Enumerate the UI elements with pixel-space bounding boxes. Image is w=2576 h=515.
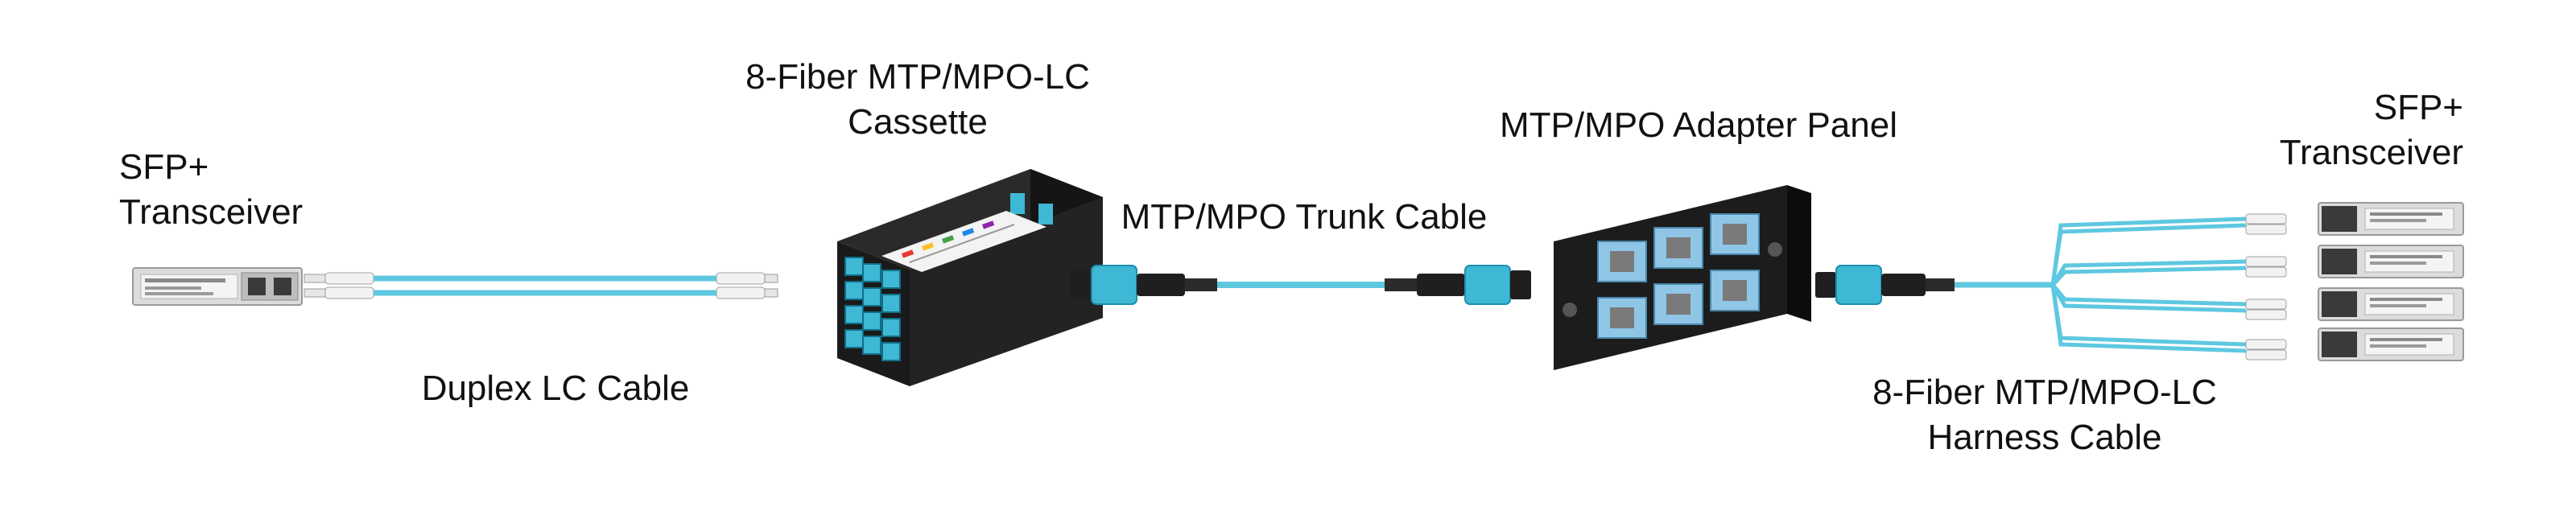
label-harness-cable-line1: 8-Fiber MTP/MPO-LC xyxy=(1872,373,2217,412)
label-duplex-cable: Duplex LC Cable xyxy=(386,366,724,411)
label-sfp-left: SFP+ Transceiver xyxy=(119,145,303,235)
harness-breakout-fibers xyxy=(2050,216,2247,353)
label-harness-cable: 8-Fiber MTP/MPO-LC Harness Cable xyxy=(1811,370,2278,460)
mtp-lc-harness-cable xyxy=(1815,213,2287,360)
label-trunk-cable-text: MTP/MPO Trunk Cable xyxy=(1121,197,1488,237)
label-sfp-right: SFP+ Transceiver xyxy=(2174,85,2463,175)
sfp-transceiver-icon xyxy=(2318,328,2464,361)
cassette-icon xyxy=(837,169,1103,386)
label-cassette-line1: 8-Fiber MTP/MPO-LC xyxy=(745,57,1090,97)
label-sfp-right-line1: SFP+ xyxy=(2373,88,2463,127)
label-harness-cable-line2: Harness Cable xyxy=(1927,418,2162,457)
mtp-adapter-ports xyxy=(1597,213,1760,339)
adapter-panel-icon xyxy=(1554,185,1811,370)
sfp-transceiver-icon xyxy=(2318,287,2464,321)
label-sfp-left-line1: SFP+ xyxy=(119,147,209,187)
label-sfp-right-line2: Transceiver xyxy=(2279,133,2463,172)
mtp-connector-icon xyxy=(1385,265,1531,305)
cassette-lc-ports xyxy=(844,257,901,361)
label-adapter-panel: MTP/MPO Adapter Panel xyxy=(1441,103,1956,148)
label-cassette-line2: Cassette xyxy=(848,102,988,142)
mtp-trunk-cable xyxy=(1071,265,1531,305)
label-sfp-left-line2: Transceiver xyxy=(119,192,303,232)
mtp-connector-icon xyxy=(1815,265,1955,305)
label-adapter-panel-text: MTP/MPO Adapter Panel xyxy=(1500,105,1897,145)
duplex-lc-cable xyxy=(303,272,778,299)
sfp-transceiver-icon xyxy=(2318,202,2464,236)
cassette-label-marks xyxy=(902,220,1015,263)
sfp-transceiver-icon xyxy=(132,267,303,306)
label-cassette: 8-Fiber MTP/MPO-LC Cassette xyxy=(708,55,1127,145)
lc-connector-icon xyxy=(2245,213,2287,360)
lc-connector-icon xyxy=(716,272,778,299)
lc-connector-icon xyxy=(303,272,374,299)
label-trunk-cable: MTP/MPO Trunk Cable xyxy=(1071,195,1538,240)
label-duplex-cable-text: Duplex LC Cable xyxy=(421,369,690,408)
mtp-connector-icon xyxy=(1071,265,1217,305)
sfp-transceiver-icon xyxy=(2318,245,2464,278)
